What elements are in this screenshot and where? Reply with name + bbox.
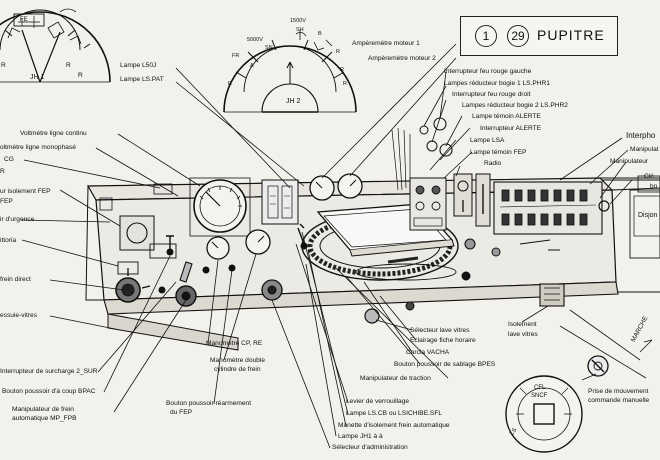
- label-manip-frein-auto-2: automatique MP_FPB: [12, 415, 77, 422]
- page-title: PUPITRE: [537, 27, 605, 43]
- jh2-mark-sn: SN: [265, 45, 273, 51]
- label-lampe-ls-cb: Lampe LS.CB ou LSICHIBE.SFL: [346, 410, 443, 417]
- label-bouton-rearmement: Bouton poussoir réarmement: [166, 400, 252, 407]
- jh2-mark-r2: R: [336, 49, 340, 55]
- label-radio: Radio: [484, 160, 502, 167]
- label-frein-direct: frein direct: [0, 276, 31, 283]
- label-fep: FEP: [0, 198, 13, 205]
- label-isolement-lave-vitres-2: lave vitres: [508, 331, 538, 338]
- label-cle-bo: bo: [650, 183, 658, 190]
- label-carcla-vacha: Carcla VACHA: [406, 349, 450, 356]
- jh1-caption: JH 1: [30, 74, 45, 81]
- label-ir-d-urgence: ir d'urgence: [0, 216, 35, 223]
- label-r: R: [0, 168, 5, 175]
- jh2-mark-5000v: 5000V: [247, 37, 263, 43]
- label-bouton-rearmement-2: du FEP: [170, 409, 192, 416]
- stamp-sncf: SNCF: [531, 393, 548, 399]
- label-cg: CG: [4, 156, 14, 163]
- label-int-feu-rouge-droit: Interrupteur feu rouge droit: [452, 91, 531, 98]
- label-lampe-temoin-fep: Lampe témoin FEP: [470, 149, 527, 156]
- jh2-mark-1500v: 1500V: [290, 18, 306, 24]
- label-prise-mouvement: Prise de mouvement: [588, 388, 649, 395]
- label-cle: Clé: [644, 173, 654, 180]
- label-eclairage-fiche-horaire: Eclairage fiche horaire: [410, 337, 476, 344]
- label-manipulateur-top: Manipulat: [630, 146, 659, 153]
- jh1-mark-r3: R: [78, 72, 83, 79]
- jh2-mark-fr: FR: [232, 53, 240, 59]
- label-bouton-sablage: Bouton poussoir de sablage BPES: [394, 361, 496, 368]
- label-interphone: Interpho: [626, 131, 656, 140]
- label-voltmetre-ligne-continu: Voltmètre ligne continu: [20, 130, 87, 137]
- label-lampe-lsa: Lampe LSA: [470, 137, 505, 144]
- jh1-mark-fe: FE: [20, 17, 28, 23]
- label-levier-verrouillage: Levier de verrouillage: [346, 398, 410, 405]
- left-instruments: [99, 173, 363, 307]
- jh2-caption: JH 2: [286, 98, 301, 105]
- label-lampe-l50j: Lampe L50J: [120, 62, 157, 69]
- jh2-mark-r1: R: [228, 81, 232, 87]
- label-amperemetre-2: Ampèremètre moteur 2: [368, 55, 436, 62]
- prise-mouvement-knob: [587, 355, 609, 377]
- label-lampe-temoin-alerte: Lampe témoin ALERTE: [472, 113, 541, 120]
- right-panel: [364, 117, 610, 324]
- label-int-alerte: Interrupteur ALERTE: [480, 125, 542, 132]
- jh2-mark-sh: SH: [296, 27, 304, 33]
- label-lampe-ls-pat: Lampe LS.PAT: [120, 76, 164, 83]
- label-ittoria: ittoria: [0, 237, 17, 244]
- label-lampes-red-bogie-1: Lampes réducteur bogie 1 LS.PHR1: [444, 80, 550, 87]
- label-int-feu-rouge-gauche: Interrupteur feu rouge gauche: [444, 68, 532, 75]
- jh1-mark-r1: R: [1, 62, 6, 69]
- label-selecteur-admin: Sélecteur d'administration: [332, 444, 408, 451]
- jh2-mark-a: A: [250, 63, 254, 69]
- leader-lines: [21, 43, 653, 449]
- jh2-mark-b: B: [318, 31, 322, 37]
- label-int-isolement-fep: ur isolement FEP: [0, 188, 51, 195]
- label-manipulateur-traction: Manipulateur de traction: [360, 375, 431, 382]
- label-manip-frein-auto: Manipulateur de frein: [12, 406, 74, 413]
- label-disjon: Disjon: [638, 212, 658, 219]
- jh2-gauge: [223, 30, 357, 113]
- label-manipulateur: Manipulateur: [610, 158, 649, 165]
- label-lampe-jh: Lampe JH1 à à: [338, 433, 383, 440]
- label-manette-isolement: Manette d'isolement frein automatique: [338, 422, 450, 429]
- label-manometre-double: Manomètre double: [210, 357, 265, 364]
- sheet-circle-1: 1: [475, 25, 497, 47]
- label-manometre-double-2: cylindre de frein: [214, 366, 261, 373]
- jh2-mark-r4: R: [343, 81, 347, 87]
- label-int-surcharge: Interrupteur de surcharge 2_SUR: [0, 368, 98, 375]
- stamp-cfl: CFL: [534, 385, 546, 391]
- jh1-mark-r2: R: [66, 62, 71, 69]
- label-lampes-red-bogie-2: Lampes réducteur bogie 2 LS.PHR2: [462, 102, 568, 109]
- label-amperemetre-1: Ampèremètre moteur 1: [352, 40, 420, 47]
- title-box: 1 29 PUPITRE: [460, 16, 618, 56]
- label-bouton-coup-bpac: Bouton poussoir d'à coup BPAC: [2, 388, 96, 395]
- sheet-circle-29: 29: [507, 25, 529, 47]
- selector-stamp: [505, 375, 583, 453]
- label-essuie-vitres: essuie-vitres: [0, 312, 38, 319]
- label-commande-manuelle: commande manuelle: [588, 397, 650, 404]
- label-isolement-lave-vitres: Isolement: [508, 321, 537, 328]
- jh2-mark-r3: R: [340, 67, 344, 73]
- label-selecteur-lave-vitres: Sélecteur lave vitres: [410, 327, 470, 334]
- label-manometre-cp-re: Manomètre CP, RE: [206, 340, 263, 347]
- jh1-gauge: [0, 8, 111, 83]
- label-voltmetre-ligne-mono: oltmètre ligne monophasé: [0, 144, 76, 151]
